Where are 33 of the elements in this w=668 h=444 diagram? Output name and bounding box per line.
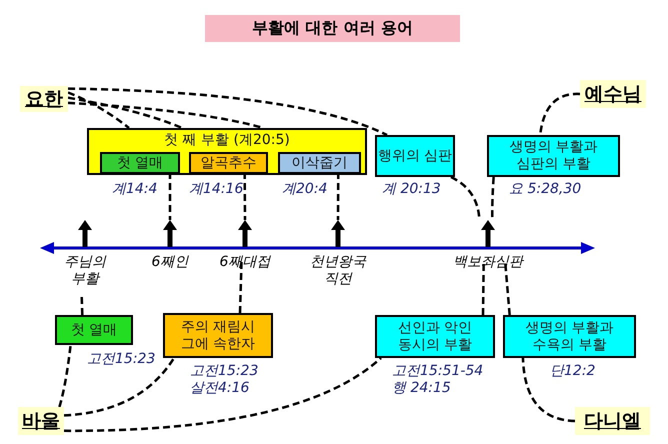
person-name-label: 예수님	[580, 80, 646, 108]
verse-reference: 단12:2	[550, 363, 596, 380]
person-name-label: 다니엘	[575, 407, 650, 435]
dashed-connector	[68, 96, 183, 130]
dashed-connector	[522, 358, 576, 422]
dashed-connector	[68, 91, 130, 129]
dashed-connector	[538, 92, 580, 136]
dashed-connector	[238, 262, 243, 314]
verse-reference: 고전15:23	[87, 351, 156, 368]
dashed-connector	[64, 357, 176, 417]
person-name-label: 요한	[20, 86, 68, 112]
verse-reference: 요 5:28,30	[509, 181, 582, 198]
person-name-label: 바울	[18, 407, 64, 435]
dashed-connector	[68, 87, 388, 136]
timeline-label: 6째인	[150, 254, 190, 271]
title-banner: 부활에 대한 여러 용어	[205, 15, 460, 42]
verse-reference: 계20:4	[282, 181, 328, 198]
dashed-connector	[504, 262, 511, 316]
verse-reference: 계 20:13	[382, 181, 441, 198]
verse-reference: 살전4:16	[190, 380, 250, 397]
verse-reference: 고전15:51-54	[392, 363, 484, 380]
verse-reference: 고전15:23	[190, 363, 258, 380]
timeline-label: 6째대접	[218, 254, 272, 271]
timeline-label: 주님의 부활	[63, 254, 108, 288]
group-title: 첫 째 부활 (계20:5)	[163, 132, 291, 149]
verse-reference: 행 24:15	[392, 380, 451, 397]
dashed-connector	[80, 296, 84, 316]
timeline-label: 천년왕국 직전	[309, 254, 368, 288]
timeline-label: 백보좌심판	[452, 254, 525, 271]
dashed-connector	[58, 344, 72, 408]
verse-reference: 계14:16	[189, 181, 244, 198]
verse-reference: 계14:4	[112, 181, 158, 198]
dashed-connector	[64, 357, 382, 432]
